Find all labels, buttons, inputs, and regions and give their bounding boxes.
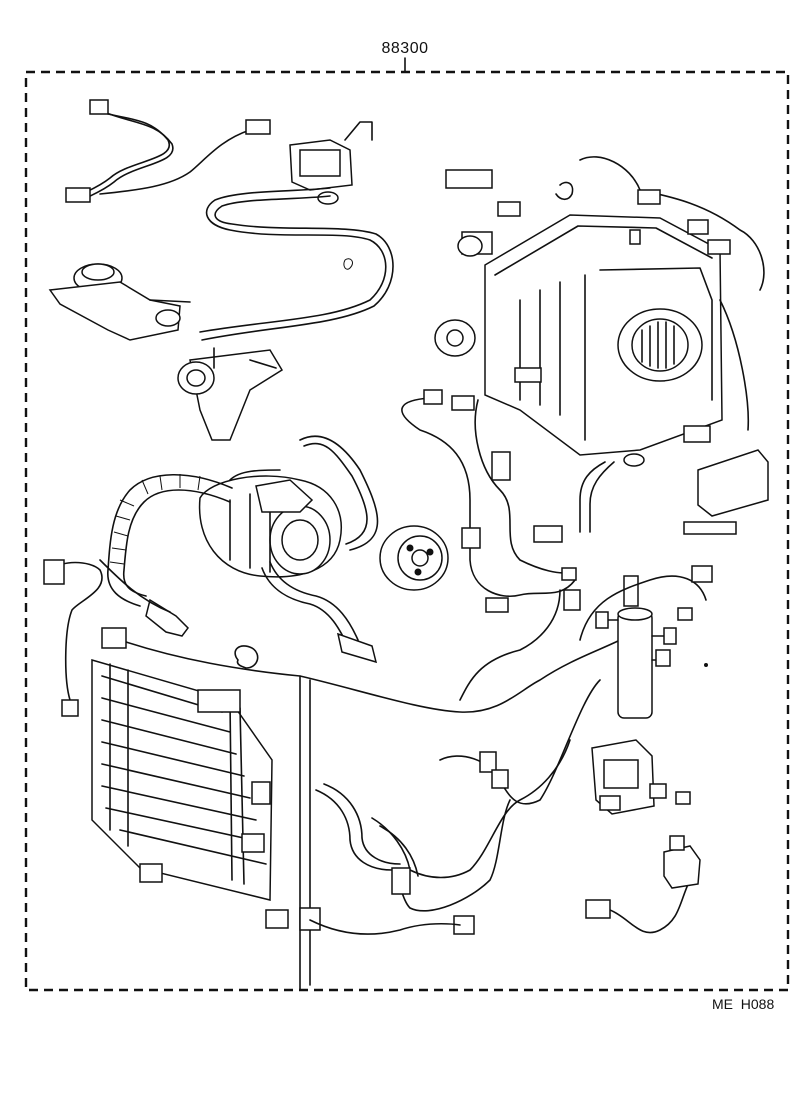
left-sensor-wire bbox=[51, 561, 103, 701]
pressure-switch-harness bbox=[585, 835, 701, 934]
connector-a bbox=[445, 169, 493, 189]
amplifier-module bbox=[683, 299, 769, 535]
reference-dot bbox=[704, 663, 708, 667]
discharge-hose bbox=[261, 567, 349, 647]
suction-hose bbox=[107, 473, 233, 607]
drive-belt bbox=[229, 435, 379, 551]
main-wire-harness bbox=[401, 397, 576, 597]
vacuum-valve-top bbox=[289, 121, 373, 205]
condenser bbox=[91, 659, 273, 901]
sensor-harness-top-left bbox=[65, 99, 271, 203]
ac-compressor bbox=[198, 475, 342, 578]
compressor-bracket bbox=[177, 347, 284, 441]
expansion-valve bbox=[591, 739, 691, 815]
hose-clamp bbox=[234, 645, 259, 669]
receiver-drier bbox=[595, 575, 677, 719]
drain-hose bbox=[579, 461, 615, 533]
vacuum-actuator bbox=[48, 263, 191, 341]
liquid-line bbox=[315, 789, 511, 912]
compressor-pulley bbox=[379, 525, 449, 591]
refrigerant-pipe-main bbox=[99, 559, 621, 713]
hvac-unit-housing bbox=[484, 214, 723, 456]
vacuum-hose bbox=[199, 187, 387, 333]
kit-boundary bbox=[24, 70, 790, 992]
part-number-label: 88300 bbox=[381, 40, 429, 57]
figure-code: ME H088 bbox=[712, 996, 775, 1012]
